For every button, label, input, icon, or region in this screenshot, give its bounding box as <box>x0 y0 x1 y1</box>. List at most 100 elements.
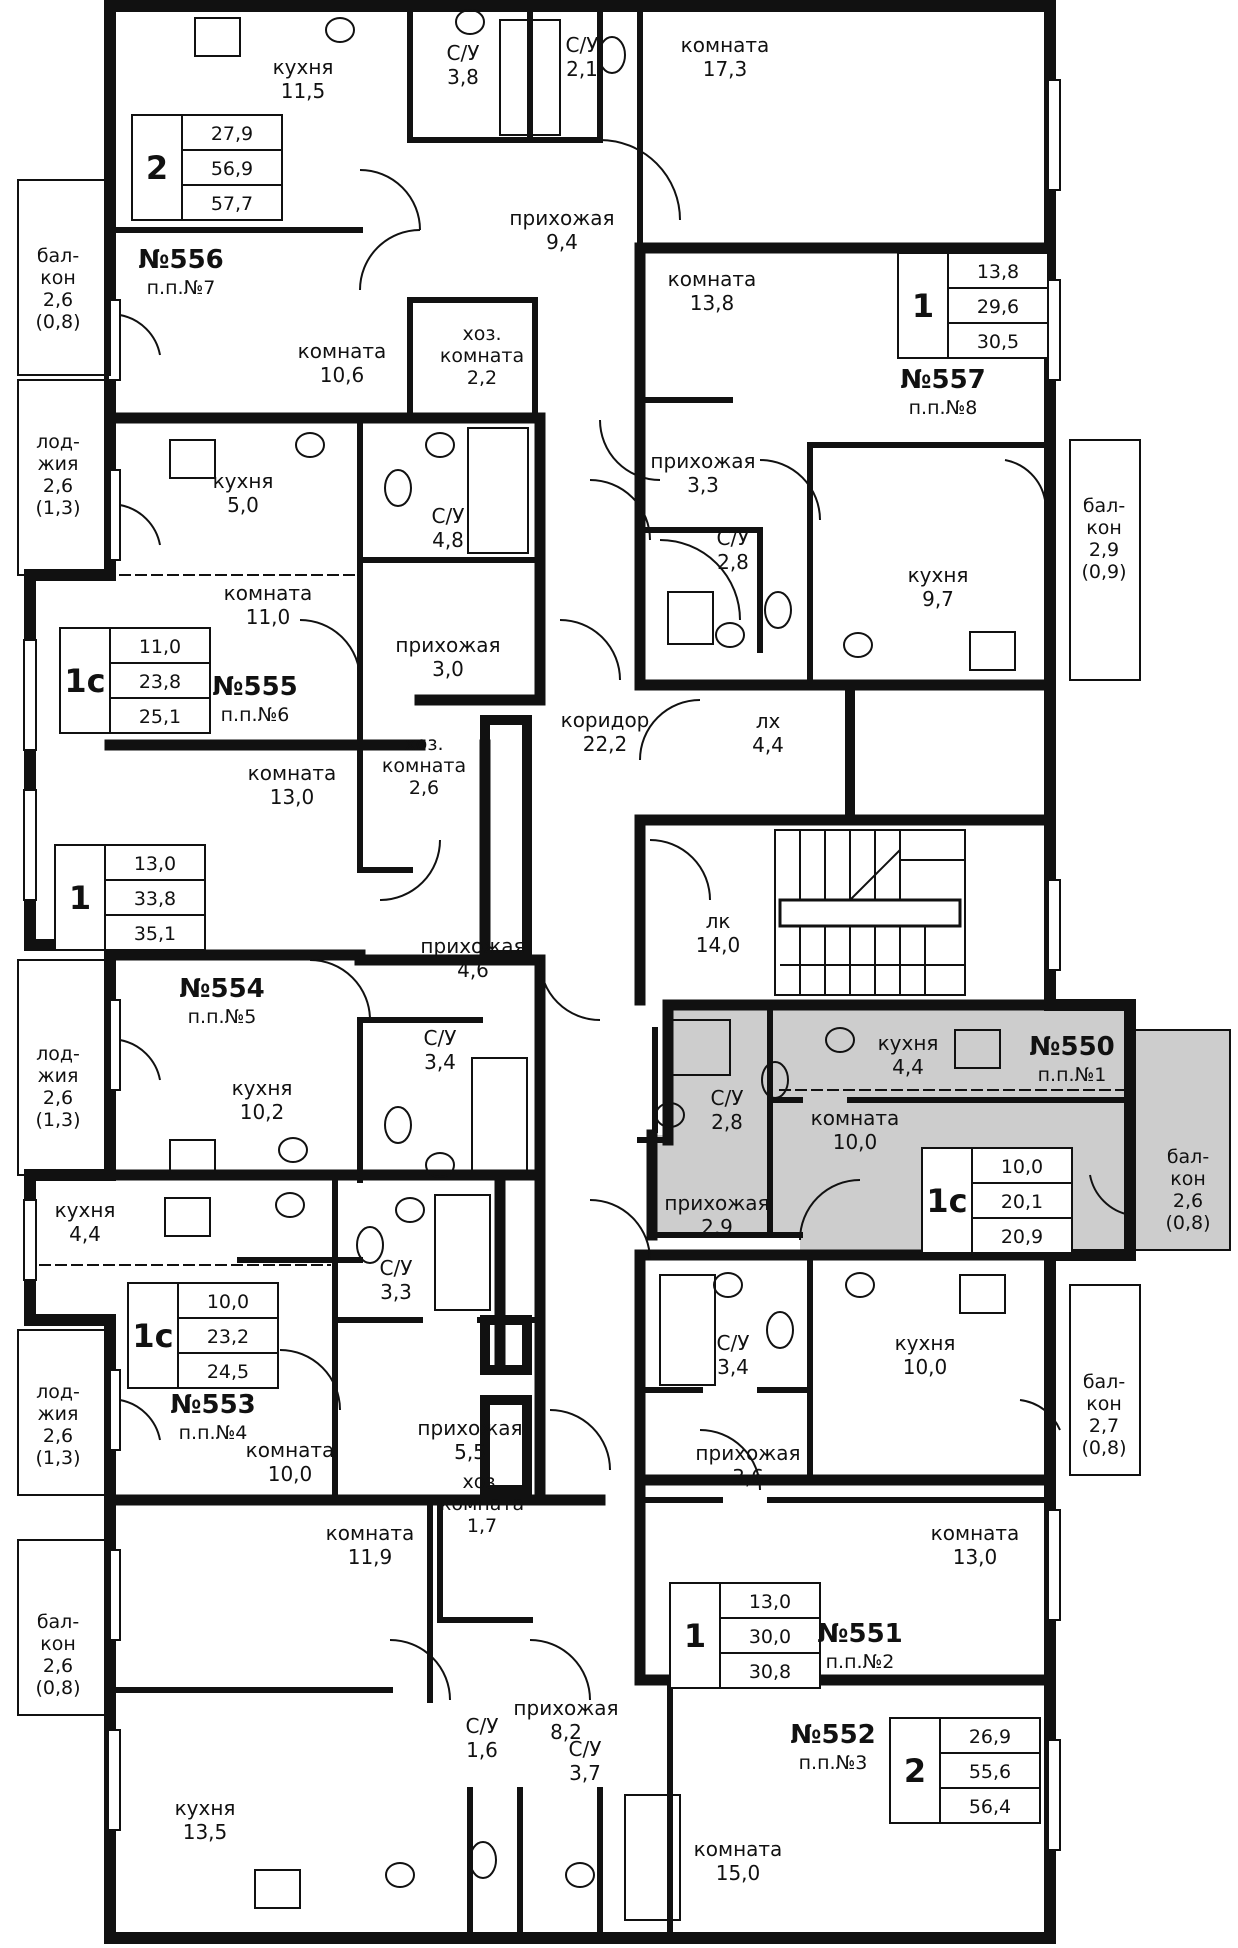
balcony-type: бал- <box>1083 1371 1125 1393</box>
room-area: 1,6 <box>466 1738 498 1762</box>
apartment-number: №556 <box>138 245 224 275</box>
area-value: 33,8 <box>134 888 176 910</box>
room-name: С/У <box>717 526 750 550</box>
apartment-pp: п.п.№1 <box>1038 1064 1107 1086</box>
balconies <box>17 179 1231 1716</box>
balcony-type: лод- <box>36 1043 80 1065</box>
apartment-pp: п.п.№7 <box>147 277 216 299</box>
room-area: 4,4 <box>752 733 784 757</box>
apartment-pp: п.п.№5 <box>188 1006 257 1028</box>
balcony-labels: бал-кон2,6(0,8)лод-жия2,6(1,3)бал-кон2,9… <box>35 245 1210 1699</box>
room-name: С/У <box>466 1714 499 1738</box>
room-area: 3,0 <box>432 657 464 681</box>
room-name: кухня <box>55 1198 116 1222</box>
room-area: 3,6 <box>732 1465 764 1489</box>
room-label: С/У4,8 <box>432 504 465 552</box>
room-area: 17,3 <box>703 57 748 81</box>
room-name: хоз. <box>404 733 443 755</box>
room-name: прихожая <box>664 1191 769 1215</box>
area-box <box>897 252 1049 359</box>
room-area: 9,4 <box>546 230 578 254</box>
room-name: комната <box>246 1438 335 1462</box>
room-label: С/У3,4 <box>424 1026 457 1074</box>
room-name: С/У <box>432 504 465 528</box>
room-area: 1,7 <box>467 1515 497 1537</box>
area-value: 24,5 <box>207 1361 249 1383</box>
room-name: кухня <box>232 1076 293 1100</box>
area-box <box>127 1282 279 1389</box>
room-area: 11,0 <box>246 605 291 629</box>
area-value: 23,8 <box>139 671 181 693</box>
room-name: прихожая <box>417 1416 522 1440</box>
area-box <box>54 844 206 951</box>
room-label: С/У1,6 <box>466 1714 499 1762</box>
room-area: 10,0 <box>268 1462 313 1486</box>
room-count: 1 <box>684 1617 706 1655</box>
area-value: 13,8 <box>977 261 1019 283</box>
area-value: 57,7 <box>211 193 253 215</box>
balcony-type: жия <box>38 1065 79 1087</box>
room-area: 13,0 <box>953 1545 998 1569</box>
balcony-area-coef: (1,3) <box>35 1109 80 1131</box>
balcony-type: жия <box>38 453 79 475</box>
room-label: С/У2,8 <box>717 526 750 574</box>
apartment-number: №550 <box>1029 1032 1115 1062</box>
area-value: 10,0 <box>1001 1156 1043 1178</box>
room-name: прихожая <box>420 934 525 958</box>
apartment-number: №553 <box>170 1390 256 1420</box>
room-area: 13,8 <box>690 291 735 315</box>
apartment-pp: п.п.№3 <box>799 1752 868 1774</box>
area-value: 55,6 <box>969 1761 1011 1783</box>
room-area: 22,2 <box>583 732 628 756</box>
area-value: 13,0 <box>749 1591 791 1613</box>
room-area: 11,9 <box>348 1545 393 1569</box>
room-area: 3,4 <box>424 1050 456 1074</box>
room-name: хоз. <box>462 1471 501 1493</box>
balcony-type: кон <box>1086 1393 1122 1415</box>
room-area: 2,8 <box>711 1110 743 1134</box>
room-area: 4,4 <box>69 1222 101 1246</box>
area-value: 23,2 <box>207 1326 249 1348</box>
room-area: 10,2 <box>240 1100 285 1124</box>
door-swings <box>119 139 1131 1701</box>
apartment-pp: п.п.№2 <box>826 1651 895 1673</box>
room-name: комната <box>811 1106 900 1130</box>
balcony-area-coef: (0,9) <box>1081 561 1126 583</box>
balcony-area-coef: (0,8) <box>35 311 80 333</box>
room-label: С/У2,1 <box>566 33 599 81</box>
room-area: 15,0 <box>716 1861 761 1885</box>
room-name: прихожая <box>513 1696 618 1720</box>
balcony-area: 2,6 <box>43 1425 73 1447</box>
balcony-area: 2,6 <box>43 475 73 497</box>
room-area: 2,6 <box>409 777 439 799</box>
area-value: 26,9 <box>969 1726 1011 1748</box>
area-value: 11,0 <box>139 636 181 658</box>
room-name: прихожая <box>650 449 755 473</box>
area-value: 30,5 <box>977 331 1019 353</box>
room-name: лх <box>756 709 781 733</box>
